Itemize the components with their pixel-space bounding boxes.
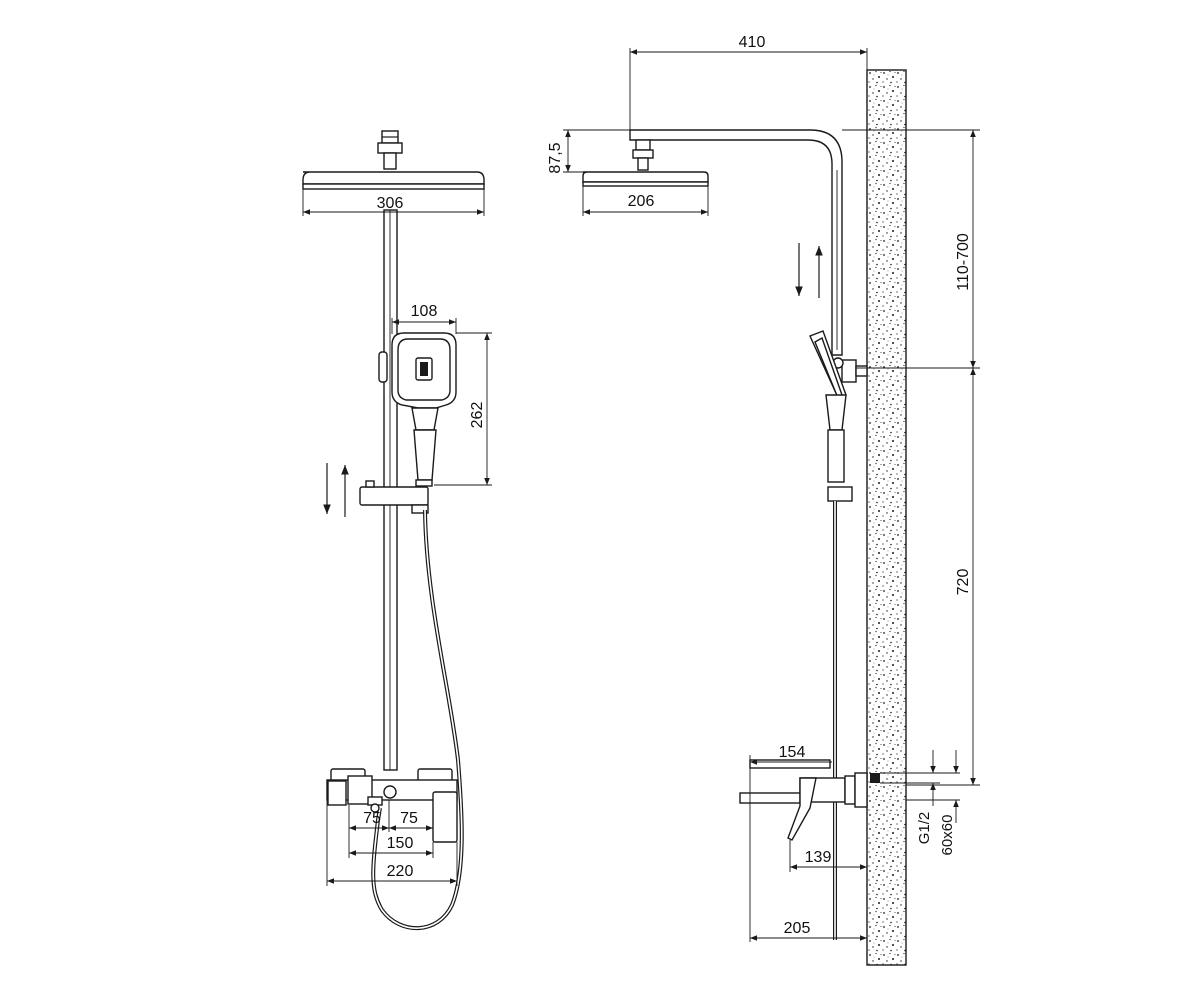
dim-side-spout-length-label: 154 [779,744,806,761]
dim-side-head-drop-label: 87,5 [547,142,564,173]
side-overhead-head [582,139,709,187]
front-holder-cap [378,351,388,383]
dim-front-mixer-width-label: 220 [387,863,414,880]
wall-section [866,69,907,966]
dim-side-head-width: 206 [582,186,709,216]
dim-side-head-width-label: 206 [628,193,655,210]
dim-side-hose-offset: 205 [750,920,867,941]
dim-side-connection: G1/2 60x60 [880,750,960,855]
front-hand-shower [391,332,457,487]
dim-side-head-drop: 87,5 [547,129,630,174]
dim-side-height-adjust-label: 110-700 [955,233,972,291]
dim-side-hose-offset-label: 205 [784,920,811,937]
dim-side-lever-offset: 139 [789,840,867,872]
dim-side-arm-projection: 410 [629,34,868,130]
dim-front-head-width: 306 [302,189,485,216]
dim-side-spout-length: 154 [749,744,832,942]
side-overhead-arm [629,129,843,356]
side-wall-bracket [832,357,868,383]
side-view: 410 87,5 206 110-700 720 [547,34,980,966]
front-view: 306 108 262 75 75 150 [302,130,492,931]
dim-front-hand-width-label: 108 [411,303,438,320]
front-overhead-head [302,130,485,190]
dim-side-bracket-height-label: 720 [955,569,972,596]
dim-side-height-adjust: 110-700 [842,129,980,369]
dim-side-thread-label: G1/2 [916,812,933,845]
dim-front-hand-height: 262 [434,332,492,486]
dim-front-hand-width: 108 [391,303,457,334]
dim-front-hand-height-label: 262 [469,402,486,429]
dim-side-bracket-height: 720 [906,368,980,786]
dim-side-arm-projection-label: 410 [739,34,766,51]
dim-front-inlet-right-label: 75 [400,810,418,827]
dim-front-head-width-label: 306 [377,195,404,212]
dim-front-inlet-spacing-label: 150 [387,835,414,852]
dim-side-flange-label: 60x60 [939,815,956,856]
dim-front-inlet-left-label: 75 [363,810,381,827]
side-mixer [739,759,880,841]
dim-front-inlets: 75 75 150 220 [326,800,458,886]
front-mixer [326,768,458,843]
dim-side-lever-offset-label: 139 [805,849,832,866]
front-slider-bracket [359,480,429,514]
side-hand-shower [809,330,853,502]
